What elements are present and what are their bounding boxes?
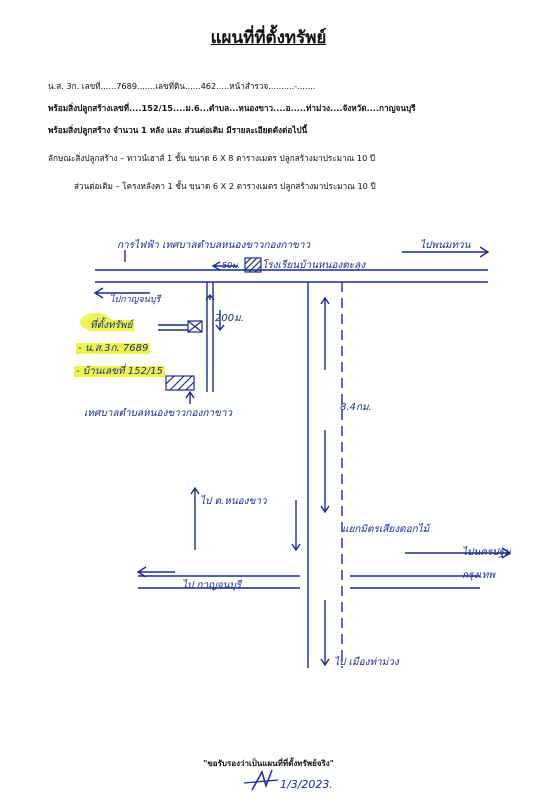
- extension-line: ส่วนต่อเติม – โครงหลังคา 1 ชั้น ขนาด 6 X…: [74, 181, 376, 191]
- label-deed-number: - น.ส.3ก. 7689: [76, 343, 151, 354]
- label-to-phanom-thuan: ไปพนมทวน: [420, 240, 471, 251]
- label-bangkok: กรุงเทพ: [462, 570, 495, 581]
- label-to-kanchanaburi-top: ไปกาญจนบุรี: [110, 295, 161, 305]
- building-address-line: พร้อมสิ่งปลูกสร้างเลขที่....152/15....ม.…: [48, 103, 416, 113]
- label-distance-84km: 8.4กม.: [340, 402, 372, 413]
- label-house-number: - บ้านเลขที่ 152/15: [74, 366, 165, 377]
- label-to-kanchanaburi-bottom: ไป กาญจนบุรี: [182, 580, 242, 591]
- label-to-tha-muang: ไป เมืองท่าม่วง: [334, 657, 399, 668]
- certification-text: "ขอรับรองว่าเป็นแผนที่ที่ตั้งทรัพย์จริง": [203, 759, 334, 768]
- deed-info-line: น.ส. 3ก. เลขที่......7689.......เลขที่ดิ…: [48, 81, 316, 91]
- page-title: แผนที่ที่ตั้งทรัพย์: [210, 28, 327, 48]
- label-50m: 50ม.: [222, 261, 240, 270]
- signature-date: 1/3/2023.: [280, 778, 333, 791]
- label-junction: แยกมิตรเสียงดอกไม้: [342, 524, 430, 535]
- label-top-landmark: การไฟฟ้า เทศบาลตำบลหนองขาวกองกาขาว: [117, 240, 311, 251]
- label-school: โรงเรียนบ้านหนองตะลุง: [262, 260, 366, 271]
- label-property: ที่ตั้งทรัพย์: [88, 320, 135, 331]
- building-type-line: ลักษณะสิ่งปลูกสร้าง – ทาวน์เฮาส์ 1 ชั้น …: [48, 153, 376, 163]
- label-municipality: เทศบาลตำบลหนองขาวกองกาขาว: [84, 408, 233, 419]
- label-200m: 200ม.: [215, 313, 244, 324]
- label-to-nakhon-pathom: ไปนครปฐม: [462, 547, 511, 558]
- building-count-line: พร้อมสิ่งปลูกสร้าง จำนวน 1 หลัง และ ส่วน…: [48, 125, 308, 135]
- label-to-nong-khao: ไป ต.หนองขาว: [200, 496, 267, 507]
